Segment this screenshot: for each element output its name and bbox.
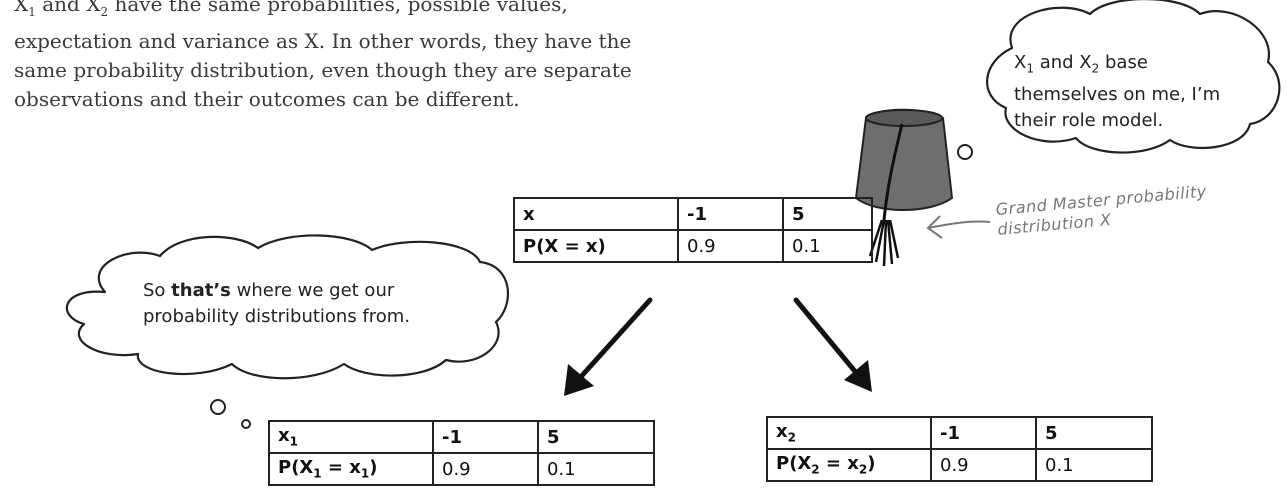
table-cell-label: P(X2 = x2) xyxy=(767,449,931,481)
thought-right-text: X1 and X2 base themselves on me, I’m the… xyxy=(1014,50,1224,134)
table-cell: 5 xyxy=(538,421,654,453)
p-prefix: P(X xyxy=(278,457,313,478)
table-row: P(X2 = x2) 0.9 0.1 xyxy=(767,449,1152,481)
thought-left-prefix: So xyxy=(143,280,171,301)
table-cell: -1 xyxy=(931,417,1036,449)
thought-dot-right-1 xyxy=(958,145,972,159)
table-cell: 0.1 xyxy=(1036,449,1152,481)
thought-dot-left-2 xyxy=(242,420,250,428)
p-mid: = x xyxy=(820,453,859,474)
intro-and: and xyxy=(36,0,86,16)
table-cell: 0.9 xyxy=(931,449,1036,481)
p-prefix: P(X xyxy=(776,453,811,474)
table-distribution-x: x -1 5 P(X = x) 0.9 0.1 xyxy=(513,197,873,263)
intro-paragraph: X1 and X2 have the same probabilities, p… xyxy=(14,0,654,114)
thought-left-bold: that’s xyxy=(171,280,231,301)
label-text: x xyxy=(776,421,788,442)
thought-right-part1: X xyxy=(1014,52,1026,73)
arrow-left-icon xyxy=(928,216,990,238)
table-cell: 5 xyxy=(1036,417,1152,449)
table-cell-label: P(X1 = x1) xyxy=(269,453,433,485)
thought-right-part2: and X xyxy=(1034,52,1092,73)
table-row: P(X1 = x1) 0.9 0.1 xyxy=(269,453,654,485)
thought-dot-right-2 xyxy=(925,171,933,179)
grand-master-annotation: Grand Master probability distribution X xyxy=(995,174,1287,240)
p-suffix: ) xyxy=(867,453,875,474)
label-sub: 1 xyxy=(290,435,298,449)
arrow-down-right-icon xyxy=(796,300,872,392)
thought-right-sub1: 1 xyxy=(1026,62,1034,76)
table-cell: -1 xyxy=(678,198,783,230)
p-sub1: 2 xyxy=(811,463,819,477)
table-cell-label: x2 xyxy=(767,417,931,449)
table-row: P(X = x) 0.9 0.1 xyxy=(514,230,872,262)
table-cell: 0.9 xyxy=(678,230,783,262)
intro-x2: X xyxy=(86,0,100,16)
table-cell-label: P(X = x) xyxy=(514,230,678,262)
table-row: x -1 5 xyxy=(514,198,872,230)
table-distribution-x1: x1 -1 5 P(X1 = x1) 0.9 0.1 xyxy=(268,420,655,486)
p-sub2: 1 xyxy=(361,467,369,481)
thought-left-text: So that’s where we get our probability d… xyxy=(143,278,463,330)
table-cell: 0.9 xyxy=(433,453,538,485)
table-cell-label: x xyxy=(514,198,678,230)
p-sub1: 1 xyxy=(313,467,321,481)
table-distribution-x2: x2 -1 5 P(X2 = x2) 0.9 0.1 xyxy=(766,416,1153,482)
table-row: x2 -1 5 xyxy=(767,417,1152,449)
table-cell-label: x1 xyxy=(269,421,433,453)
label-sub: 2 xyxy=(788,431,796,445)
table-cell: 0.1 xyxy=(538,453,654,485)
p-sub2: 2 xyxy=(859,463,867,477)
label-text: x xyxy=(278,425,290,446)
table-cell: 0.1 xyxy=(783,230,872,262)
intro-x1: X xyxy=(14,0,28,16)
intro-x1-sub: 1 xyxy=(28,5,36,19)
table-row: x1 -1 5 xyxy=(269,421,654,453)
p-suffix: ) xyxy=(369,457,377,478)
table-cell: -1 xyxy=(433,421,538,453)
table-cell: 5 xyxy=(783,198,872,230)
thought-dot-left-1 xyxy=(211,400,225,414)
p-mid: = x xyxy=(322,457,361,478)
intro-x2-sub: 2 xyxy=(100,5,108,19)
arrow-down-left-icon xyxy=(564,300,650,396)
